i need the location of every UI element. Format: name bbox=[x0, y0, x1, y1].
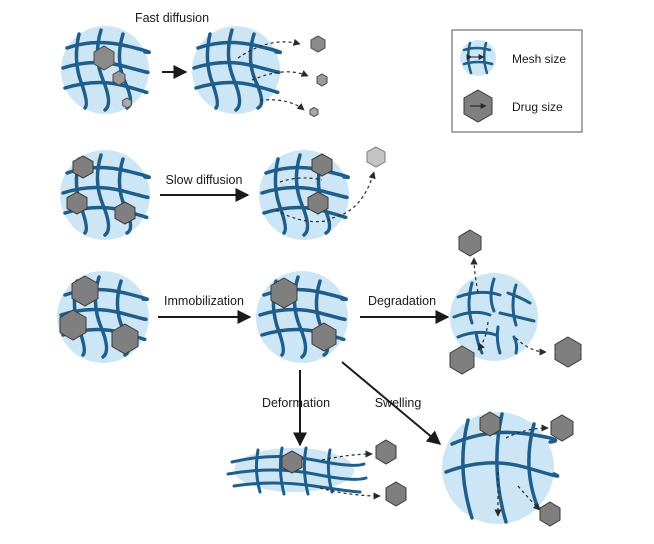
drug-small bbox=[112, 70, 126, 86]
gel-fast-1 bbox=[61, 26, 152, 114]
gel-slow-1 bbox=[60, 150, 152, 240]
fast-release-paths bbox=[237, 38, 309, 111]
drug-released bbox=[366, 146, 386, 168]
gel-swollen bbox=[442, 411, 560, 524]
label-swelling: Swelling bbox=[375, 396, 422, 410]
label-slow-diffusion: Slow diffusion bbox=[166, 173, 243, 187]
label-degradation: Degradation bbox=[368, 294, 436, 308]
drug-released bbox=[550, 414, 574, 442]
branch-swelling: Swelling bbox=[341, 361, 574, 527]
legend-drug-size: Drug size bbox=[512, 100, 563, 114]
label-deformation: Deformation bbox=[262, 396, 330, 410]
row-slow-diffusion: Slow diffusion bbox=[60, 146, 386, 240]
gel-degraded bbox=[450, 273, 538, 361]
gel-immob-1 bbox=[57, 271, 150, 363]
drug-released bbox=[385, 481, 407, 507]
drug-small bbox=[122, 97, 132, 109]
drug-released bbox=[316, 73, 328, 87]
gel-deformed bbox=[226, 446, 368, 496]
legend-box: Mesh size Drug size bbox=[451, 29, 583, 133]
drug-released bbox=[449, 345, 475, 375]
row-immobilization: Immobilization Degradation bbox=[57, 229, 582, 375]
branch-deformation: Deformation bbox=[226, 370, 407, 507]
degradation-paths bbox=[470, 257, 547, 356]
gel-slow-2 bbox=[259, 150, 351, 240]
drug-released bbox=[310, 35, 326, 53]
label-fast-diffusion: Fast diffusion bbox=[135, 11, 209, 25]
drug-released bbox=[309, 106, 319, 118]
drug-released bbox=[539, 501, 561, 527]
row-fast-diffusion: Fast diffusion bbox=[61, 11, 328, 118]
legend-mesh-icon bbox=[460, 40, 496, 76]
legend-mesh-size: Mesh size bbox=[512, 52, 566, 66]
drug-released bbox=[375, 439, 397, 465]
gel-immob-2 bbox=[256, 271, 349, 363]
legend-drug-icon bbox=[463, 89, 493, 123]
slow-release-paths bbox=[275, 171, 376, 223]
drug-small bbox=[93, 45, 115, 71]
label-immobilization: Immobilization bbox=[164, 294, 244, 308]
drug-released bbox=[458, 229, 482, 257]
drug-released bbox=[554, 336, 582, 368]
gel-fast-2 bbox=[192, 26, 283, 114]
